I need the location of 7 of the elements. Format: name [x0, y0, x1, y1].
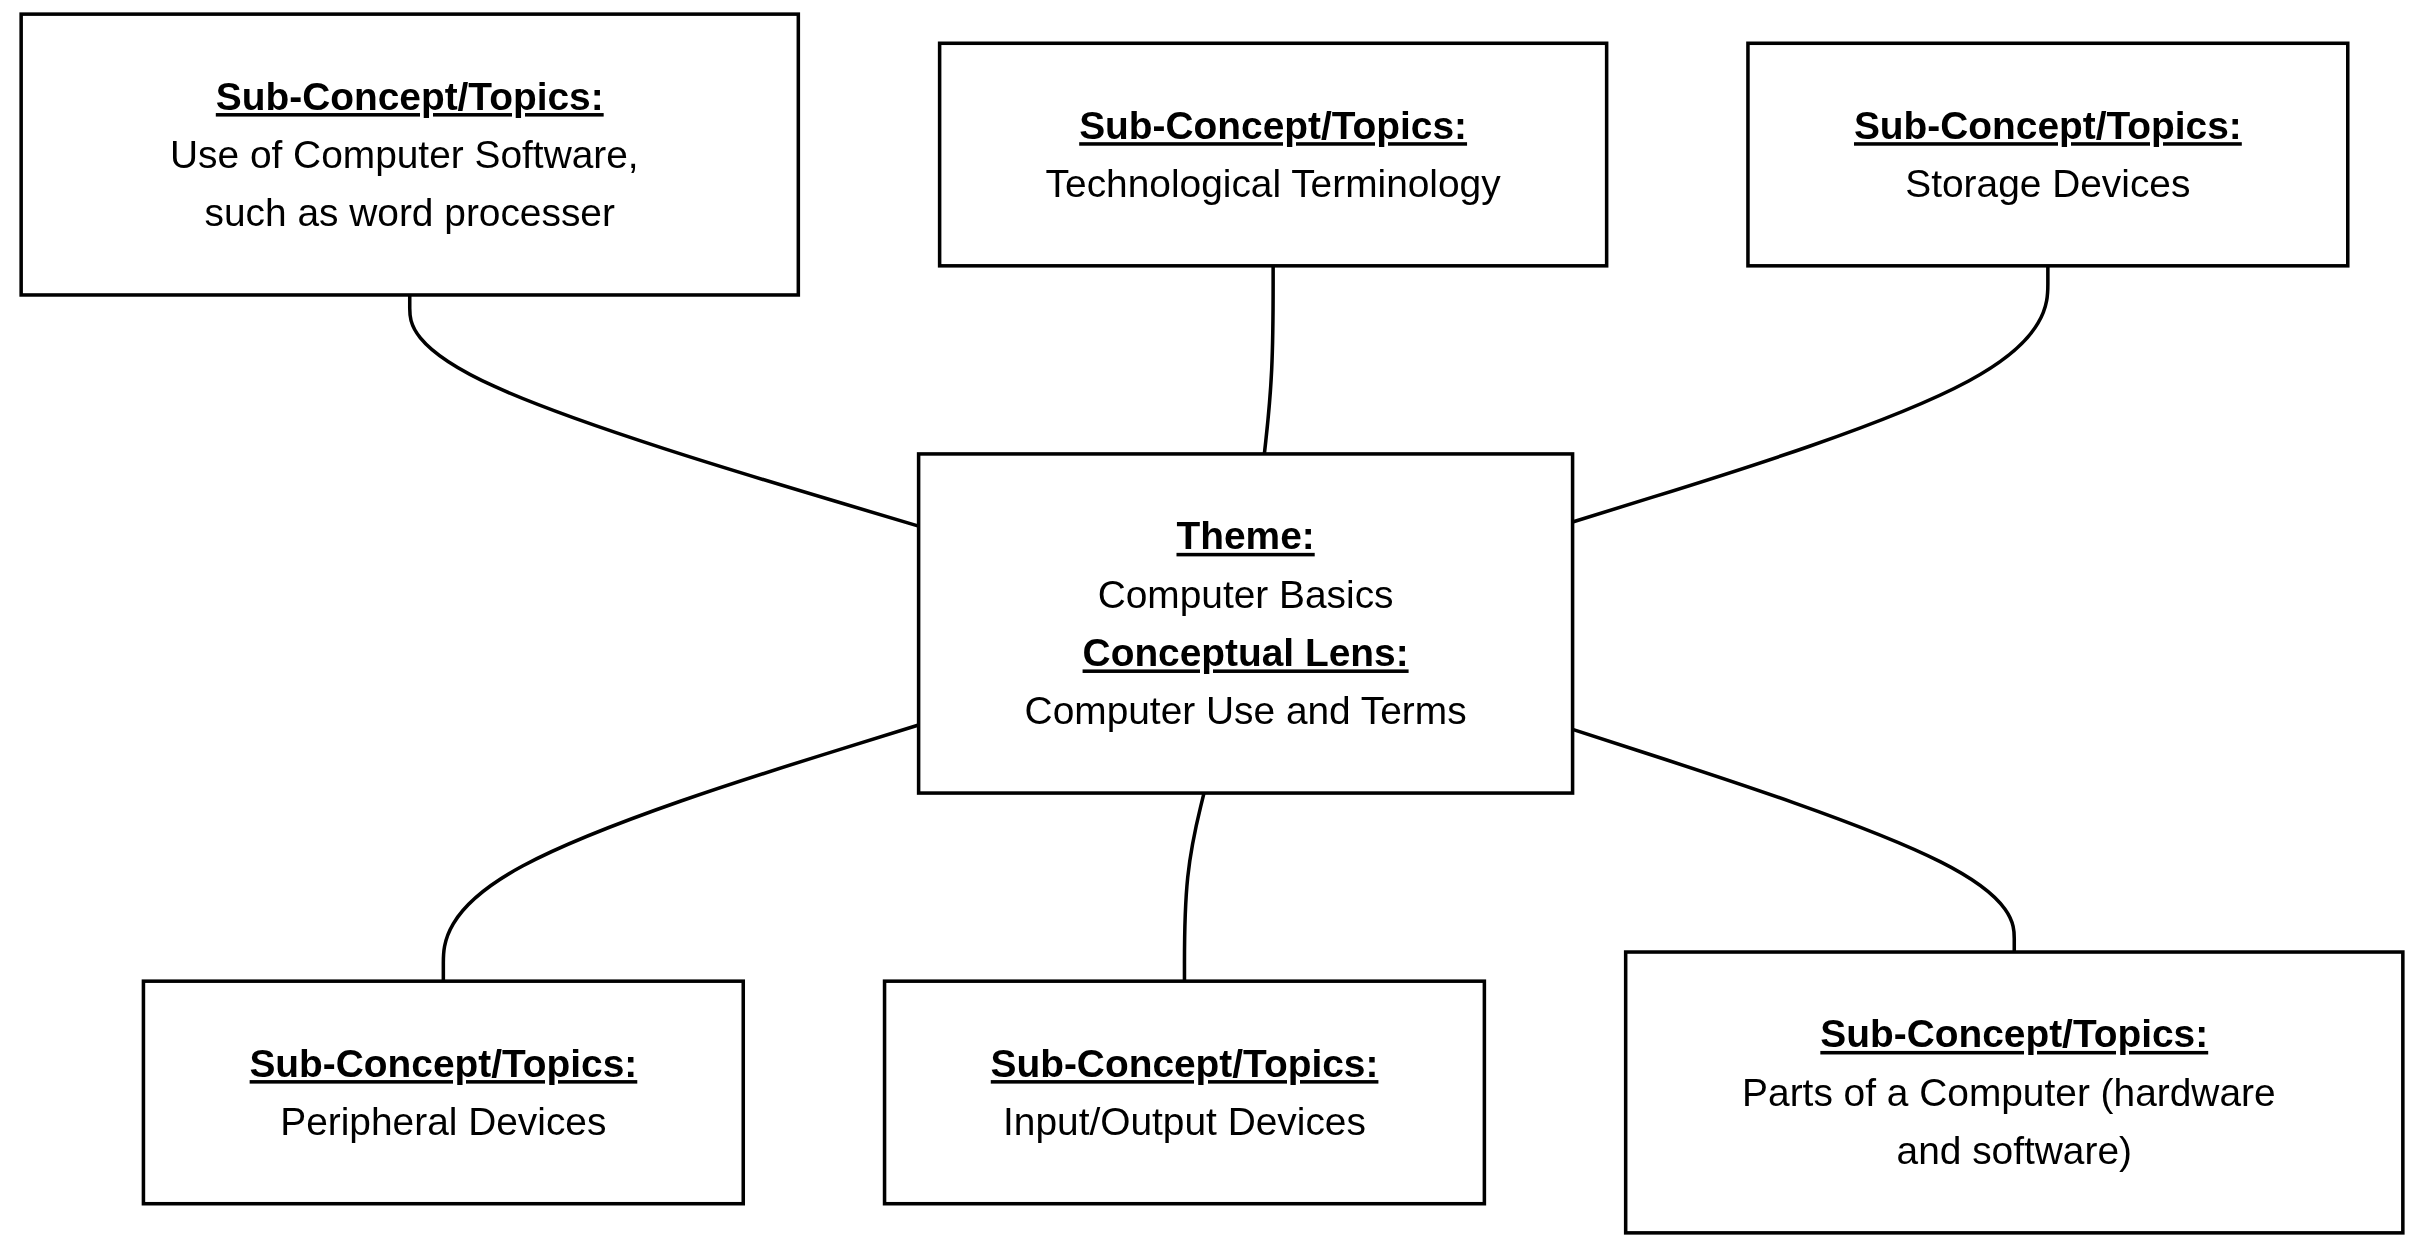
- node-box: [19, 12, 801, 297]
- node-box: [1746, 41, 2350, 268]
- node-box: [916, 452, 1575, 795]
- node-box: [141, 979, 745, 1206]
- node-box: [882, 979, 1487, 1206]
- node-box: [1623, 950, 2405, 1235]
- node-box: [937, 41, 1609, 268]
